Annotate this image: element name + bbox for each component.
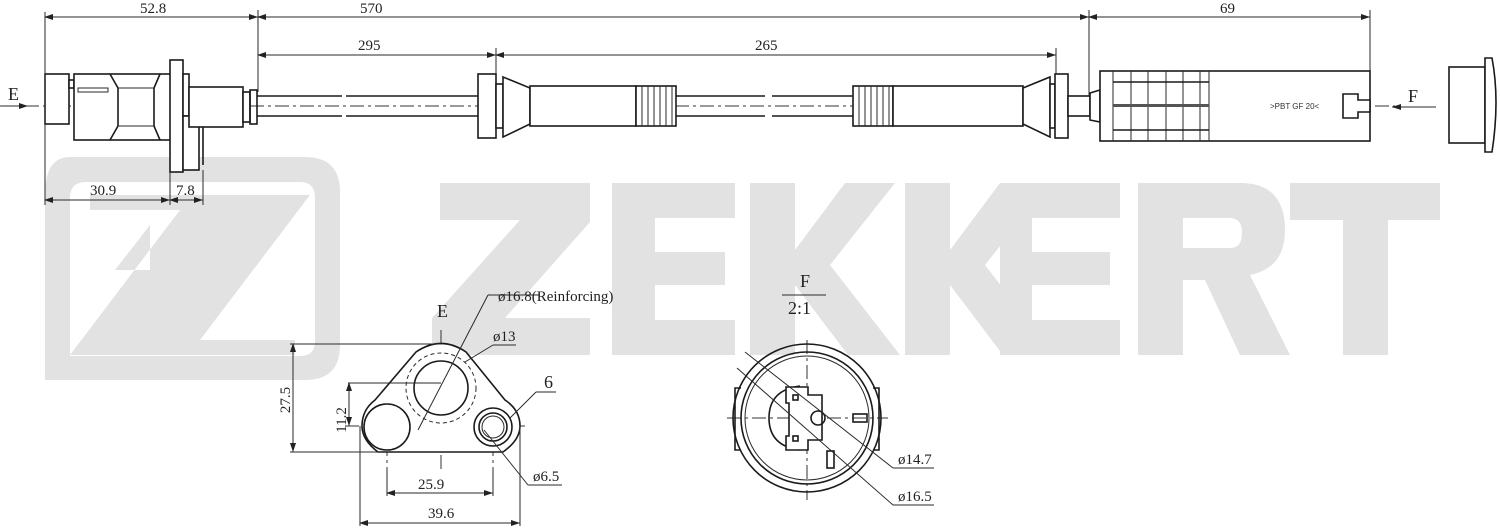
watermark-wordmark xyxy=(432,183,1440,355)
material-marking: >PBT GF 20< xyxy=(1270,102,1320,111)
view-f-marker: F xyxy=(1408,86,1418,106)
connector-body: >PBT GF 20< xyxy=(1099,70,1371,142)
dim-view-e-width: 39.6 xyxy=(428,506,455,522)
dim-head-to-flange: 30.9 xyxy=(90,183,116,199)
dim-bolt-hole-diameter: ø6.5 xyxy=(533,469,559,485)
sensor-side-view: E xyxy=(0,1,1497,205)
view-f-scale: 2:1 xyxy=(788,298,811,318)
dim-view-e-height: 27.5 xyxy=(278,387,294,413)
ribbed-sleeve-2 xyxy=(852,85,894,127)
dim-overall-head: 52.8 xyxy=(140,1,166,17)
main-dimensions: 52.8 570 69 295 265 30.9 7.8 xyxy=(44,1,1371,205)
ribbed-sleeve-1 xyxy=(635,85,677,127)
dim-inner-diameter: ø14.7 xyxy=(898,452,932,468)
dim-flange-width: 7.8 xyxy=(176,183,195,199)
dim-view-e-offset: 11.2 xyxy=(334,407,350,433)
view-f-title: F xyxy=(800,271,810,291)
watermark-logo xyxy=(45,157,1440,380)
watermark-z-badge-icon xyxy=(45,157,340,380)
dim-cable-segment-2: 265 xyxy=(755,38,778,54)
watermark-z-letter-icon xyxy=(70,195,310,355)
dim-hole-spacing: 25.9 xyxy=(418,477,444,493)
view-e-marker: E xyxy=(8,84,19,104)
callout-6: 6 xyxy=(544,372,553,392)
dim-bore-diameter: ø13 xyxy=(493,329,516,345)
end-cap xyxy=(1448,57,1497,153)
dim-cable-length: 570 xyxy=(360,1,383,17)
view-e-flange: E ø16.8(Reinforcing) ø13 6 ø6.5 27.5 xyxy=(278,289,613,526)
view-e-title: E xyxy=(437,301,448,321)
dim-outer-diameter: ø16.5 xyxy=(898,489,932,505)
view-f-connector: F 2:1 ø14.7 ø16.5 xyxy=(727,271,934,506)
dim-reinforcing-diameter: ø16.8(Reinforcing) xyxy=(498,289,613,305)
dim-cable-segment-1: 295 xyxy=(358,38,381,54)
dim-connector-length: 69 xyxy=(1220,1,1235,17)
